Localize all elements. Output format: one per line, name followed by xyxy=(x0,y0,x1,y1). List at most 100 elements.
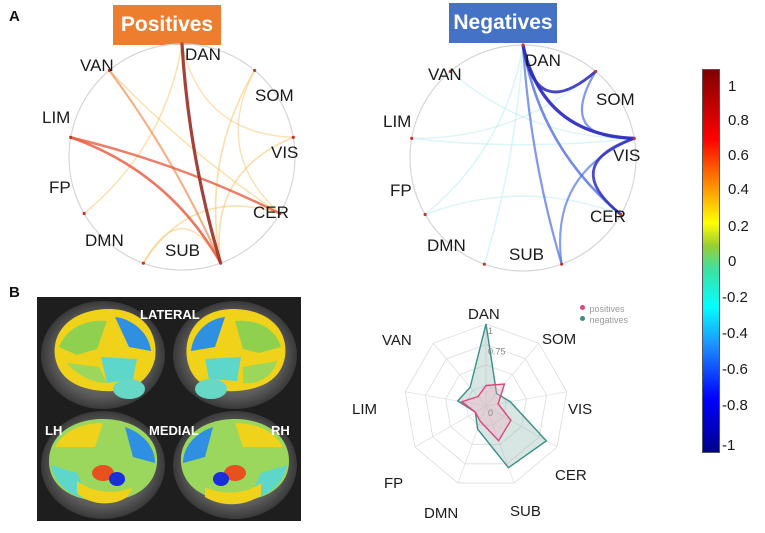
pos-label-cer: CER xyxy=(253,203,289,222)
colorbar-tick: -0.6 xyxy=(722,361,748,378)
pos-label-vis: VIS xyxy=(271,143,299,162)
legend-item-negatives: negatives xyxy=(580,310,628,325)
pos-label-sub: SUB xyxy=(165,241,200,260)
colorbar-tick: -1 xyxy=(722,437,736,454)
pos-label-lim: LIM xyxy=(42,108,71,127)
radar-grid-ring xyxy=(445,364,527,445)
neg-label-vis: VIS xyxy=(613,146,641,165)
radar-axis-line xyxy=(485,342,540,407)
radar-label-dmn: DMN xyxy=(424,505,459,522)
colorbar xyxy=(702,69,720,453)
colorbar-tick: 1 xyxy=(728,78,737,95)
radar-label-vis: VIS xyxy=(568,401,593,418)
colorbar-tick: -0.4 xyxy=(722,325,748,342)
brain-renders xyxy=(41,301,297,519)
neg-label-fp: FP xyxy=(390,181,412,200)
neg-label-dmn: DMN xyxy=(427,236,466,255)
radar-grid-ring xyxy=(425,344,547,465)
neg-link-dan-sub xyxy=(521,44,563,265)
pos-node-vis xyxy=(291,135,295,139)
positive-chord-diagram xyxy=(68,42,296,271)
pos-label-van: VAN xyxy=(80,56,114,75)
radar-label-fp: FP xyxy=(384,475,404,492)
radar-label-dan: DAN xyxy=(468,306,500,323)
brain-rh-lateral xyxy=(173,301,297,409)
neg-label-sub: SUB xyxy=(509,245,544,264)
radar-legend: positives negatives xyxy=(580,299,628,325)
neg-link-fp-cer xyxy=(424,195,622,216)
legend-positives-marker xyxy=(580,305,585,311)
brain-lh-medial xyxy=(41,411,165,519)
pos-link-dan-sub xyxy=(180,43,223,264)
neg-node-lim xyxy=(410,136,414,140)
pos-node-van xyxy=(107,68,111,73)
pos-link-fp-dan xyxy=(83,43,183,215)
pos-link-van-sub xyxy=(108,69,222,264)
neg-link-van-vis xyxy=(449,70,635,140)
neg-link-dmn-dan xyxy=(483,44,524,265)
pos-node-som xyxy=(253,68,257,73)
radar-ring-label: 0 xyxy=(488,408,493,418)
legend-negatives-label: negatives xyxy=(589,315,628,325)
pos-node-lim xyxy=(69,135,73,139)
neg-node-cer xyxy=(619,212,623,217)
legend-negatives-marker xyxy=(580,316,585,322)
panel-b-letter: B xyxy=(9,284,20,301)
radar-label-som: SOM xyxy=(542,331,577,348)
panel-a-letter: A xyxy=(9,8,20,25)
lh-label: LH xyxy=(45,423,63,438)
radar-label-sub: SUB xyxy=(510,503,541,520)
neg-label-som: SOM xyxy=(596,90,635,109)
pos-link-som-cer xyxy=(237,70,281,215)
radar-chart: 1 0.75 0 xyxy=(404,323,568,484)
radar-ring-label: 0.75 xyxy=(488,347,506,357)
neg-label-dan: DAN xyxy=(525,51,561,70)
pos-node-fp xyxy=(82,211,86,216)
neg-label-cer: CER xyxy=(590,207,626,226)
pos-link-dmn-cer xyxy=(142,205,281,264)
neg-node-dan xyxy=(521,43,525,47)
positives-title: Positives xyxy=(113,5,221,45)
colorbar-tick: -0.2 xyxy=(722,289,748,306)
brain-surface-images: LATERAL MEDIAL LH RH xyxy=(37,297,301,521)
neg-node-dmn xyxy=(482,262,486,266)
brain-rh-medial xyxy=(173,411,297,519)
medial-label: MEDIAL xyxy=(149,423,199,438)
colorbar-tick: 0.8 xyxy=(728,112,749,129)
radar-axis-line xyxy=(457,405,487,484)
rh-label: RH xyxy=(271,423,290,438)
radar-grid-ring xyxy=(404,323,568,484)
radar-axis-line xyxy=(405,391,487,407)
neg-node-vis xyxy=(632,136,636,140)
radar-label-lim: LIM xyxy=(352,401,378,418)
colorbar-tick: 0.6 xyxy=(728,147,749,164)
pos-link-van-cer xyxy=(108,69,281,215)
pos-node-dan xyxy=(180,42,184,46)
pos-node-cer xyxy=(278,211,282,216)
radar-label-cer: CER xyxy=(555,467,587,484)
pos-label-som: SOM xyxy=(255,86,294,105)
negative-chord-diagram xyxy=(409,43,637,272)
radar-axis-line xyxy=(485,405,515,484)
radar-axis-line xyxy=(485,391,567,407)
legend-item-positives: positives xyxy=(580,299,628,314)
neg-link-lim-vis xyxy=(411,137,635,146)
pos-label-dmn: DMN xyxy=(85,231,124,250)
radar-series-positives xyxy=(460,383,512,442)
brain-lh-lateral xyxy=(41,301,165,409)
neg-label-van: VAN xyxy=(428,65,462,84)
radar-axis-line xyxy=(432,342,487,407)
neg-node-van xyxy=(448,69,452,74)
neg-link-dan-vis xyxy=(521,44,635,140)
pos-label-dan: DAN xyxy=(185,45,221,64)
pos-link-lim-sub xyxy=(70,136,222,264)
pos-link-sub-som xyxy=(214,70,256,264)
neg-node-som xyxy=(594,69,598,74)
pos-node-sub xyxy=(219,261,223,265)
neg-node-sub xyxy=(560,262,564,266)
radar-ring-label: 1 xyxy=(488,326,493,336)
radar-axis-line xyxy=(414,405,487,448)
lateral-label: LATERAL xyxy=(140,307,200,322)
colorbar-tick: 0.4 xyxy=(728,181,749,198)
legend-positives-label: positives xyxy=(589,304,625,314)
